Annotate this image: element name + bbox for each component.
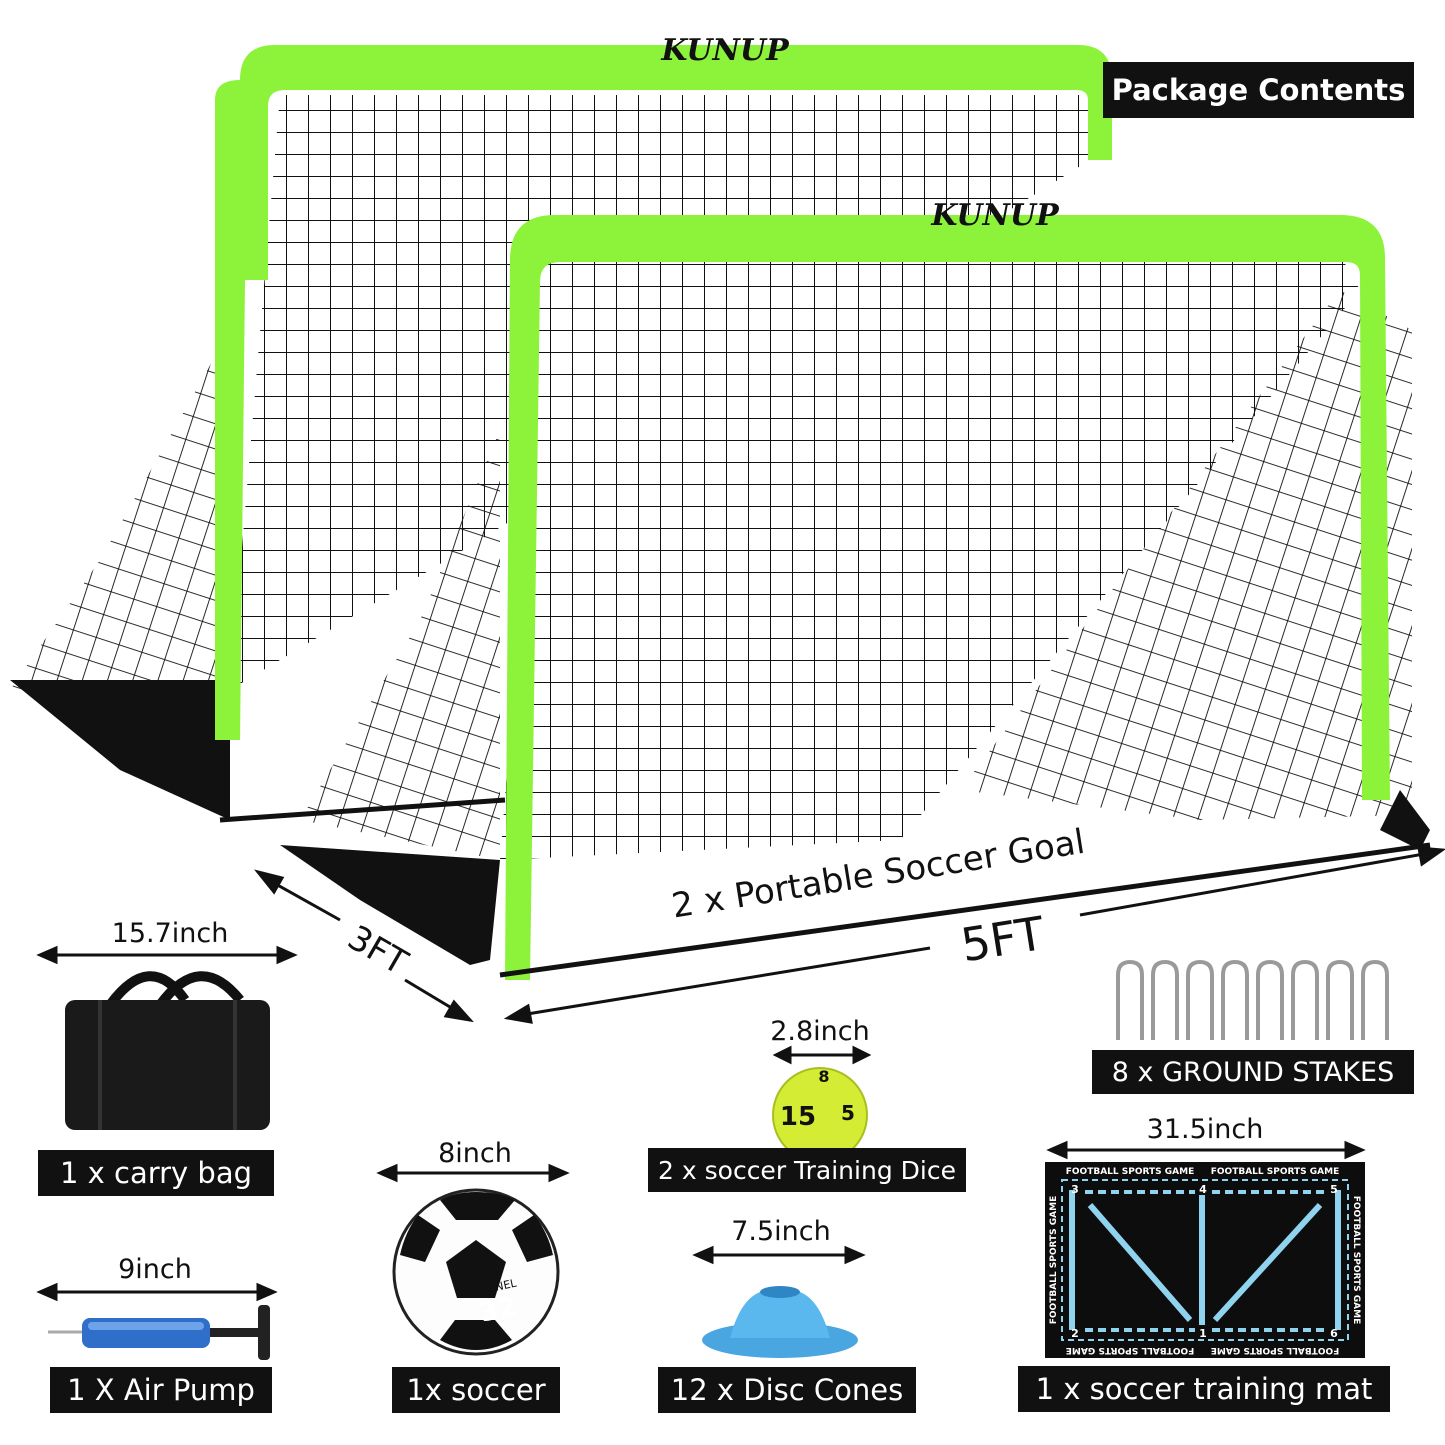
mat-number: 1 [1199, 1327, 1207, 1340]
cones-dim: 7.5inch [731, 1216, 831, 1247]
package-contents-heading: Package Contents [1103, 62, 1414, 118]
bag-label: 1 x carry bag [38, 1150, 274, 1196]
mat-number: 2 [1071, 1327, 1079, 1340]
mat-number: 6 [1330, 1327, 1338, 1340]
training-mat [1045, 1162, 1365, 1358]
bag-dim: 15.7inch [111, 918, 229, 949]
dice-face-left: 15 [780, 1102, 816, 1132]
mat-dim: 31.5inch [1146, 1114, 1264, 1145]
mat-print-text-right: FOOTBALL SPORTS GAME [1351, 1196, 1361, 1324]
mat-print-text-left: FOOTBALL SPORTS GAME [1049, 1196, 1059, 1324]
goal-front [219, 215, 1431, 980]
air-pump [48, 1305, 270, 1360]
stakes-label: 8 x GROUND STAKES [1092, 1050, 1414, 1094]
dice-label: 2 x soccer Training Dice [648, 1148, 966, 1192]
mat-number: 5 [1330, 1183, 1338, 1196]
mat-label: 1 x soccer training mat [1018, 1366, 1390, 1412]
dice-face-top: 8 [818, 1067, 829, 1086]
ball-print-number: 32 [478, 1292, 520, 1329]
dice-dim: 2.8inch [770, 1016, 870, 1047]
brand-logo-back: KUNUP [660, 33, 790, 68]
dimension-arrows [36, 846, 1445, 1302]
carry-bag [65, 971, 270, 1130]
ball-dim: 8inch [438, 1138, 512, 1169]
cones-label: 12 x Disc Cones [658, 1367, 916, 1413]
mat-print-text-top-left: FOOTBALL SPORTS GAME [1066, 1167, 1194, 1177]
goal-width-dim: 5FT [957, 906, 1048, 972]
soccer-ball [392, 1188, 560, 1356]
mat-print-text-top-right: FOOTBALL SPORTS GAME [1211, 1167, 1339, 1177]
pump-dim: 9inch [118, 1254, 192, 1285]
mat-number: 4 [1199, 1183, 1207, 1196]
disc-cone [702, 1286, 858, 1358]
mat-print-text-bottom-right: FOOTBALL SPORTS GAME [1211, 1345, 1339, 1355]
mat-print-text-bottom-left: FOOTBALL SPORTS GAME [1066, 1345, 1194, 1355]
mat-number: 3 [1071, 1183, 1079, 1196]
pump-label: 1 X Air Pump [50, 1367, 272, 1413]
goal-depth-dim: 3FT [341, 918, 414, 983]
ball-label: 1x soccer [392, 1367, 560, 1413]
dice-face-right: 5 [841, 1101, 855, 1125]
ground-stakes [1116, 959, 1389, 1040]
brand-logo-front: KUNUP [930, 198, 1060, 233]
